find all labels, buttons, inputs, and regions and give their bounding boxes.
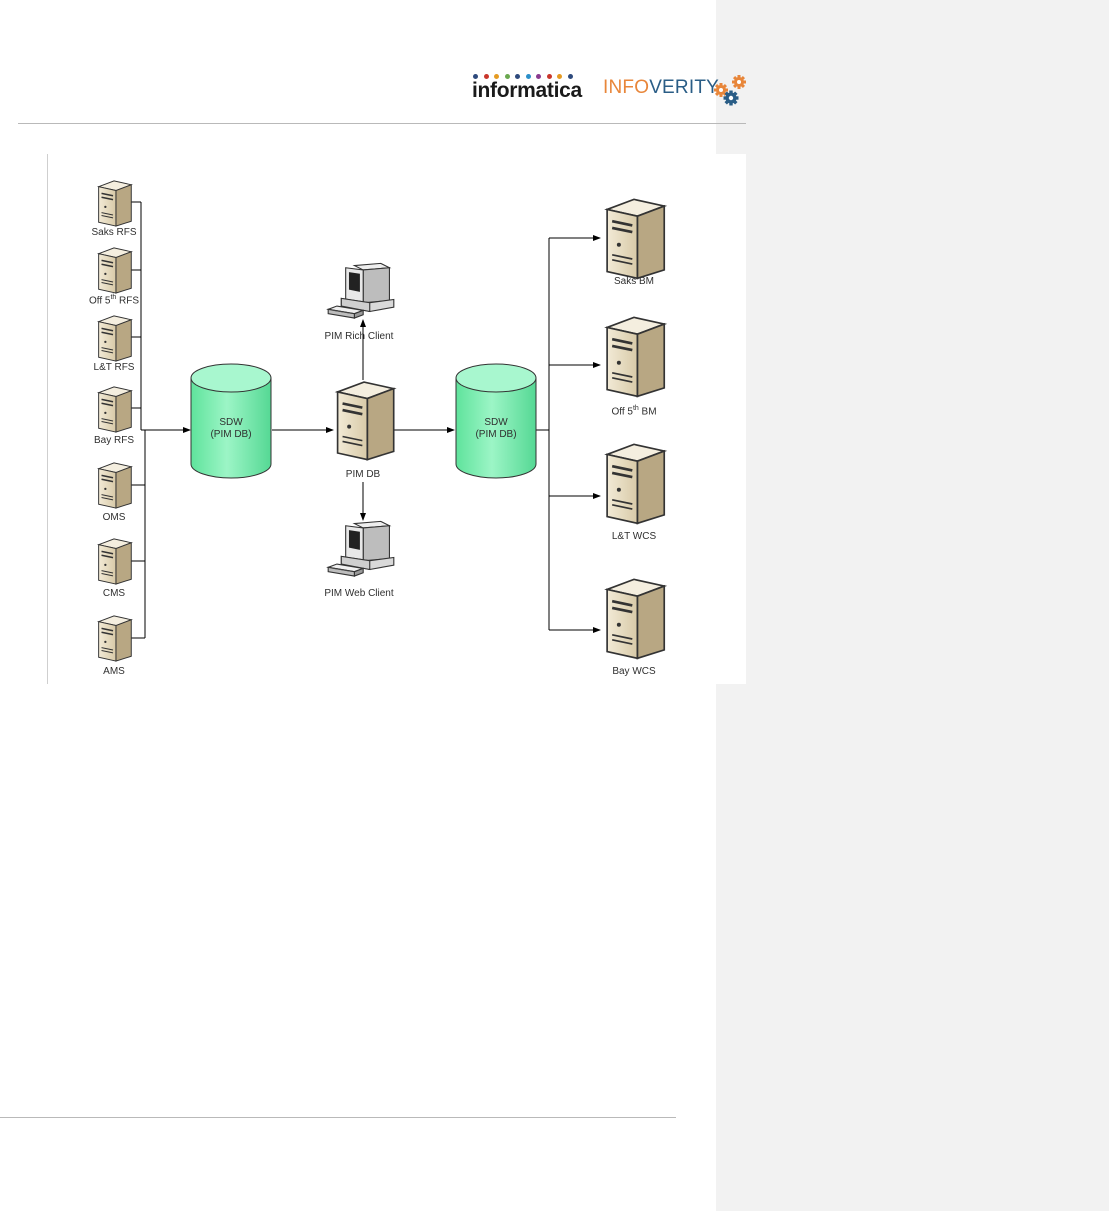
target-label-lt-wcs: L&T WCS xyxy=(612,531,656,543)
source-server-icon xyxy=(99,387,132,432)
source-server-icon xyxy=(99,181,132,226)
diagram-canvas xyxy=(48,154,746,684)
pim-rich-client-label: PIM Rich Client xyxy=(325,331,394,343)
source-label-off5th-rfs-post: RFS xyxy=(116,295,139,306)
source-label-oms: OMS xyxy=(103,512,126,524)
source-server-icon xyxy=(99,463,132,508)
sdw-left-label-line1: SDW xyxy=(219,417,242,428)
source-server-icon xyxy=(99,248,132,293)
infoverity-logo: INFOVERITY xyxy=(603,74,753,108)
target-server-icon xyxy=(607,199,664,278)
pim-db-server-icon xyxy=(338,382,394,460)
source-label-lt-rfs: L&T RFS xyxy=(94,362,135,374)
source-label-saks-rfs: Saks RFS xyxy=(91,227,136,239)
source-label-bay-rfs: Bay RFS xyxy=(94,435,134,447)
pim-web-client-workstation-icon xyxy=(328,521,394,576)
target-label-bay-wcs: Bay WCS xyxy=(612,666,655,678)
source-server-icon xyxy=(99,316,132,361)
source-label-cms: CMS xyxy=(103,588,125,600)
informatica-logo: informatica xyxy=(472,72,596,102)
sdw-left-label-line2: (PIM DB) xyxy=(210,429,251,440)
pim-web-client-label: PIM Web Client xyxy=(324,588,393,600)
gears-icon xyxy=(710,74,750,108)
source-label-off5th-rfs: Off 5th RFS xyxy=(89,292,139,307)
sdw-right-label-line1: SDW xyxy=(484,417,507,428)
pim-rich-client-workstation-icon xyxy=(328,263,394,318)
source-server-icon xyxy=(99,539,132,584)
target-server-icon xyxy=(607,317,664,396)
target-servers xyxy=(607,199,664,658)
pim-db-label: PIM DB xyxy=(346,469,380,481)
source-server-icon xyxy=(99,616,132,661)
target-label-off5th-bm-post: BM xyxy=(639,406,657,417)
target-server-icon xyxy=(607,444,664,523)
architecture-diagram: Saks RFS Off 5th RFS L&T RFS Bay RFS OMS… xyxy=(47,154,746,684)
target-label-off5th-bm-pre: Off 5 xyxy=(611,406,633,417)
infoverity-logo-text: INFOVERITY xyxy=(603,77,719,99)
sdw-right-label-line2: (PIM DB) xyxy=(475,429,516,440)
comment-pane xyxy=(716,0,1109,1211)
infoverity-logo-text-info: INFO xyxy=(603,77,649,98)
infoverity-logo-text-verity: VERITY xyxy=(649,77,719,98)
target-label-off5th-bm: Off 5th BM xyxy=(611,403,656,418)
target-server-icon xyxy=(607,579,664,658)
source-label-ams: AMS xyxy=(103,666,125,678)
footer-divider xyxy=(0,1117,676,1118)
source-label-off5th-rfs-pre: Off 5 xyxy=(89,295,111,306)
target-label-saks-bm: Saks BM xyxy=(614,276,654,288)
informatica-logo-text: informatica xyxy=(472,80,582,102)
header-divider xyxy=(18,123,746,124)
